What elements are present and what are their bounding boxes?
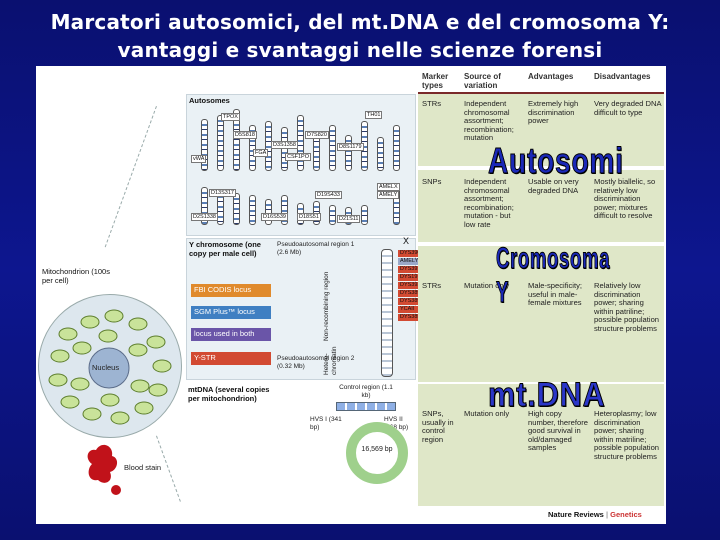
control-region-label: Control region (1.1 kb) — [339, 384, 393, 399]
row2-type: SNPs — [422, 177, 442, 186]
locus-tag: TPOX — [221, 113, 240, 121]
chromosome — [201, 187, 208, 225]
table-row — [418, 94, 664, 166]
autosomes-label: Autosomes — [189, 96, 230, 105]
row4-source: Mutation only — [464, 409, 510, 418]
overlay-cromosoma-y: Cromosoma Y — [496, 242, 611, 310]
locus-tag: D8S1179 — [337, 143, 364, 151]
row1-source: Independent chromosomal assortment; reco… — [464, 99, 514, 143]
chromosome — [281, 195, 288, 225]
y-x-marker: X — [403, 236, 410, 246]
locus-tag: AMELX — [377, 183, 400, 191]
chromosome — [281, 127, 288, 171]
slide-title-line2: vantaggi e svantaggi nelle scienze foren… — [117, 38, 603, 62]
footer-section: Genetics — [610, 510, 642, 519]
hvs1-label: HVS I (341 bp) — [310, 416, 342, 431]
row4-disadvantages: Heteroplasmy; low discrimination power; … — [594, 409, 660, 461]
header-disadvantages: Disadvantages — [594, 72, 651, 81]
chromosome — [249, 125, 256, 171]
row1-disadvantages: Very degraded DNA difficult to type — [594, 99, 662, 117]
chromosome — [329, 125, 336, 171]
chromosome — [361, 205, 368, 225]
row3-type: STRs — [422, 281, 441, 290]
hvs2-label: HVS II (268 bp) — [384, 416, 409, 431]
row1-type: STRs — [422, 99, 441, 108]
header-advantages: Advantages — [528, 72, 574, 81]
footer-credit: Nature Reviews | Genetics — [548, 510, 642, 519]
chromosome — [233, 109, 240, 171]
locus-tag: TH01 — [365, 111, 383, 119]
slide-title-line1: Marcatori autosomici, del mt.DNA e del c… — [50, 10, 670, 34]
mitochondrion-label: Mitochondrion (100s per cell) — [42, 267, 110, 285]
locus-tag: D7S820 — [305, 131, 329, 139]
chromosome — [393, 125, 400, 171]
overlay-autosomi: Autosomi — [488, 140, 624, 182]
locus-tag: D5S818 — [233, 131, 257, 139]
control-region-bar — [336, 402, 396, 411]
par1-label: Pseudoautosomal region 1 (2.6 Mb) — [277, 241, 355, 256]
blood-stain-label: Blood stain — [124, 463, 162, 472]
locus-tag: vWA — [191, 155, 207, 163]
mitochondria-group — [48, 309, 172, 425]
footer-journal: Nature Reviews — [548, 510, 604, 519]
chromosome — [265, 199, 272, 225]
chromosome — [201, 119, 208, 171]
header-source: Source of variation — [464, 72, 501, 90]
locus-tag: D13S317 — [209, 189, 236, 197]
mtdna-size-label: 16,569 bp — [361, 446, 393, 453]
locus-tag: CSF1PO — [285, 153, 312, 161]
row4-type: SNPs, usually in control region — [422, 409, 454, 444]
row4-advantages: High copy number, therefore good surviva… — [528, 409, 588, 453]
chromosome — [297, 115, 304, 171]
row3-source: Mutation only — [464, 281, 510, 290]
legend-item: Y-STR — [191, 352, 271, 365]
row2-advantages: Usable on very degraded DNA — [528, 177, 579, 195]
mtdna-ring — [346, 422, 408, 484]
heterochromatin-label: Hetero-chromatin — [323, 346, 338, 375]
legend-item: SGM Plus™ locus — [191, 306, 271, 319]
y-chromosome-body — [381, 249, 393, 377]
table-row — [418, 170, 664, 242]
locus-tag: D16S539 — [261, 213, 288, 221]
header-divider — [418, 92, 664, 94]
row3-disadvantages: Relatively low discrimination power; sha… — [594, 281, 660, 333]
legend-item: locus used in both — [191, 328, 271, 341]
mtdna-panel: mtDNA (several copies per mitochondrion)… — [186, 382, 414, 500]
locus-tag: D18S51 — [297, 213, 321, 221]
chromosome — [377, 137, 384, 171]
overlay-mtdna: mt.DNA — [488, 376, 606, 415]
locus-tag: D19S433 — [315, 191, 342, 199]
par2-label: Pseudoautosomal region 2 (0.32 Mb) — [277, 355, 355, 370]
chromosome — [233, 193, 240, 225]
y-chromosome-label: Y chromosome (one copy per male cell) — [189, 240, 261, 258]
locus-tag: D3S1358 — [271, 141, 298, 149]
table-row — [418, 384, 664, 506]
header-marker-types: Marker types — [422, 72, 449, 90]
mtdna-label: mtDNA (several copies per mitochondrion) — [188, 385, 270, 403]
autosomes-panel: Autosomes TPOX D5S818 FGA CSF1PO D3S1358… — [186, 94, 416, 236]
chromosome — [329, 205, 336, 225]
chromosome — [217, 115, 224, 171]
chromosome — [345, 135, 352, 171]
chromosome — [249, 195, 256, 225]
locus-tag: FGA — [253, 149, 269, 157]
locus-tag: D21S11 — [337, 215, 361, 223]
locus-tag: AMELY — [377, 191, 400, 199]
row2-source: Independent chromosomal assortment; reco… — [464, 177, 514, 229]
row1-advantages: Extremely high discrimination power — [528, 99, 579, 126]
nucleus-label: Nucleus — [92, 363, 120, 372]
figure-image: Autosomes TPOX D5S818 FGA CSF1PO D3S1358… — [36, 66, 666, 524]
blood-stain-icon — [87, 444, 121, 495]
legend-item: FBI CODIS locus — [191, 284, 271, 297]
locus-tag: D2S1338 — [191, 213, 218, 221]
row2-disadvantages: Mostly biallelic, so relatively low disc… — [594, 177, 656, 221]
row3-advantages: Male-specificity; useful in male-female … — [528, 281, 583, 308]
nonrecombining-label: Non-recombining region — [323, 271, 330, 341]
table-row — [418, 246, 664, 382]
